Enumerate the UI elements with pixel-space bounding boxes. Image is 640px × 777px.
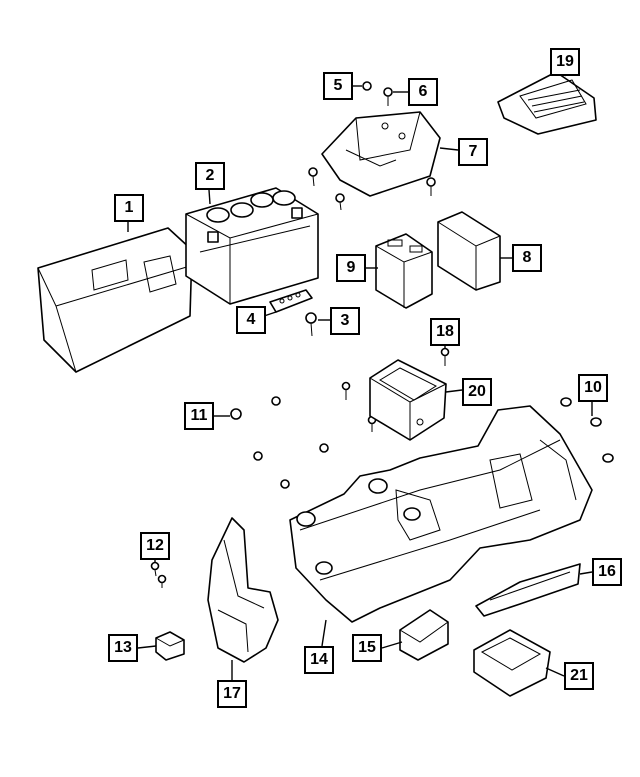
callout-8: 8 (512, 244, 542, 272)
callout-20: 20 (462, 378, 492, 406)
callout-6: 6 (408, 78, 438, 106)
part-16-heat-shield (475, 563, 581, 617)
part-1-battery-cover (37, 227, 193, 373)
part-15-bracket (399, 609, 449, 661)
part-8-insulator-box (437, 211, 501, 291)
part-10-grommets (560, 397, 614, 463)
part-11-nuts (230, 396, 329, 489)
part-20-junction-box (369, 359, 447, 441)
leader-lines (127, 65, 593, 680)
callout-13: 13 (108, 634, 138, 662)
callout-1: 1 (114, 194, 144, 222)
callout-19: 19 (550, 48, 580, 76)
part-5-nut (362, 81, 372, 91)
callout-14: 14 (304, 646, 334, 674)
callout-3: 3 (330, 307, 360, 335)
part-7-tray-bracket (308, 111, 441, 211)
callout-11: 11 (184, 402, 214, 430)
callout-10: 10 (578, 374, 608, 402)
callout-17: 17 (217, 680, 247, 708)
callout-21: 21 (564, 662, 594, 690)
part-9-aux-battery (375, 233, 433, 309)
part-6-bolt (383, 87, 393, 106)
callout-9: 9 (336, 254, 366, 282)
part-12-bolts (150, 561, 167, 588)
callout-2: 2 (195, 162, 225, 190)
part-2-battery (185, 187, 319, 305)
part-13-clip (155, 631, 185, 661)
part-21-module-tray (473, 629, 551, 697)
callout-18: 18 (430, 318, 460, 346)
part-4-terminal-block (269, 289, 313, 313)
part-14-battery-tray (289, 405, 593, 623)
callout-7: 7 (458, 138, 488, 166)
callout-5: 5 (323, 72, 353, 100)
callout-4: 4 (236, 306, 266, 334)
part-3-screw (305, 312, 317, 337)
callout-15: 15 (352, 634, 382, 662)
part-19-fuse-block (497, 61, 597, 135)
part-17-shield-plate (207, 517, 279, 663)
callout-12: 12 (140, 532, 170, 560)
callout-16: 16 (592, 558, 622, 586)
